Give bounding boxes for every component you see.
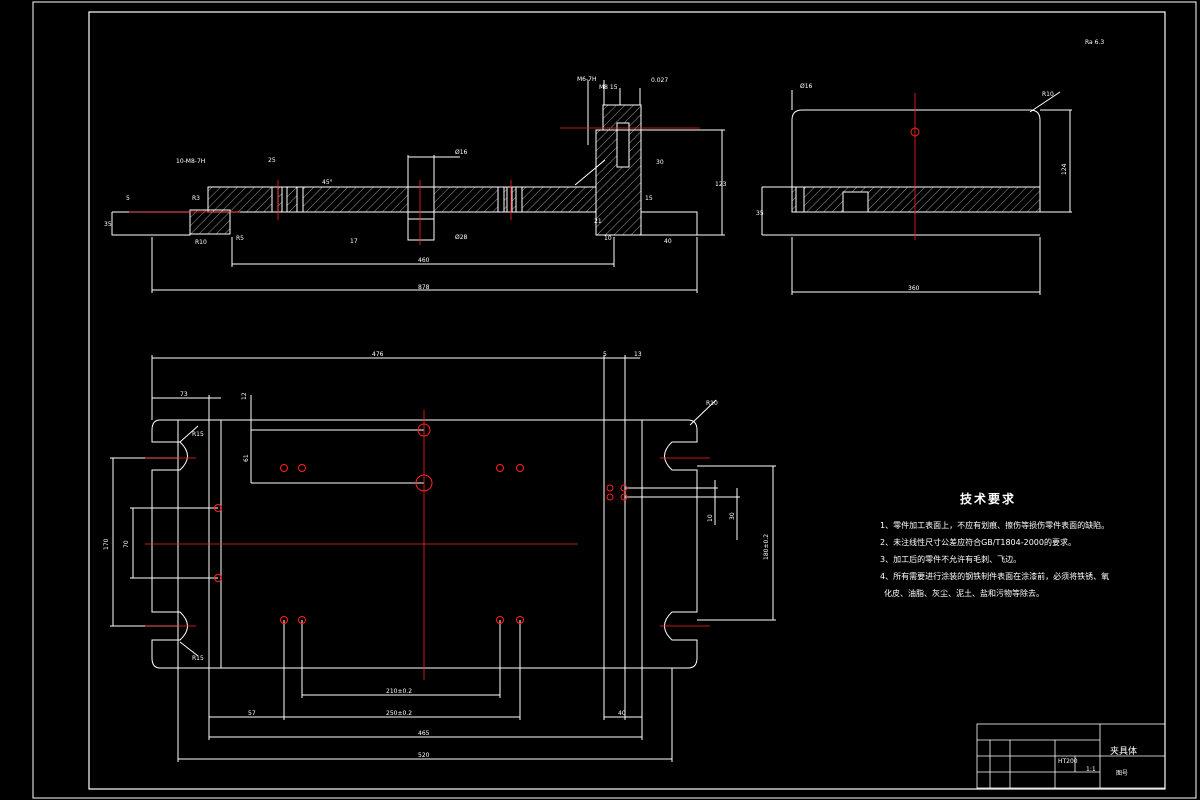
front-left-flange bbox=[189, 209, 231, 235]
title-drawing-no: 图号 bbox=[1116, 770, 1129, 777]
dim-front-hole: 30 bbox=[656, 159, 664, 166]
tech-req-item: 2、未注线性尺寸公差应符合GB/T1804-2000的要求。 bbox=[880, 538, 1076, 547]
title-material: HT200 bbox=[1058, 758, 1078, 765]
dim-front-15: 15 bbox=[645, 195, 653, 202]
dim-plan-73: 73 bbox=[180, 391, 188, 398]
dim-front-bore: Ø28 bbox=[455, 234, 468, 241]
dim-front-thick: 25 bbox=[268, 157, 276, 164]
dim-side-r: R10 bbox=[1042, 91, 1054, 98]
dim-tol-callout: 0.027 bbox=[651, 77, 668, 84]
dim-side-height: 124 bbox=[1061, 163, 1068, 175]
front-plate bbox=[207, 186, 597, 213]
dim-plan-57: 57 bbox=[248, 710, 256, 717]
side-view bbox=[761, 90, 1072, 295]
front-view bbox=[111, 80, 725, 293]
tech-req-item: 1、零件加工表面上，不应有划痕、擦伤等损伤零件表面的缺陷。 bbox=[880, 521, 1110, 530]
plan-bore-top bbox=[417, 423, 431, 437]
title-part-name: 夹具体 bbox=[1110, 747, 1138, 757]
dim-plan-180: 180±0.2 bbox=[763, 534, 770, 560]
dim-front-10: 10 bbox=[604, 235, 612, 242]
title-scale: 1:1 bbox=[1086, 766, 1096, 773]
dim-plan-r-left-bot: R15 bbox=[192, 655, 204, 662]
dim-thread-callout: 10-M8-7H bbox=[176, 158, 205, 165]
dim-plan-70: 70 bbox=[123, 540, 130, 548]
side-plate bbox=[791, 186, 1041, 213]
dim-front-r2: R10 bbox=[195, 239, 207, 246]
tech-req-item: 化皮、油脂、灰尘、泥土、盐和污物等除去。 bbox=[884, 589, 1044, 598]
dim-front-total: 878 bbox=[418, 284, 430, 291]
dim-front-bore-top: Ø16 bbox=[455, 149, 468, 156]
dim-plan-250: 250±0.2 bbox=[386, 710, 412, 717]
dim-hole-callout-top2: M8 15 bbox=[599, 84, 618, 91]
dim-plan-12: 12 bbox=[241, 392, 248, 400]
dim-front-r3: R5 bbox=[236, 235, 244, 242]
dim-front-small-b: 17 bbox=[350, 238, 358, 245]
dim-plan-465: 465 bbox=[418, 730, 430, 737]
title-block bbox=[976, 723, 1166, 789]
dim-plan-210: 210±0.2 bbox=[386, 688, 412, 695]
dim-plan-170: 170 bbox=[103, 538, 110, 550]
dim-side-hole: Ø16 bbox=[800, 83, 813, 90]
roughness-symbol: Ra 6.3 bbox=[1085, 39, 1104, 46]
inner-border bbox=[88, 11, 1166, 790]
plan-view bbox=[110, 355, 776, 762]
dim-plan-10: 10 bbox=[707, 514, 714, 522]
dim-front-40: 40 bbox=[664, 238, 672, 245]
side-outline bbox=[791, 109, 1041, 213]
dim-plan-61: 61 bbox=[243, 454, 250, 462]
dim-front-left: 35 bbox=[104, 221, 112, 228]
plan-holes bbox=[214, 423, 628, 624]
dim-front-slot: 460 bbox=[418, 257, 430, 264]
tech-req-item: 4、所有需要进行涂装的钢铁制件表面在涂漆前，必须将铁锈、氧 bbox=[880, 572, 1110, 581]
plan-centerlines bbox=[145, 410, 710, 680]
dim-plan-520: 520 bbox=[418, 752, 430, 759]
front-centerlines bbox=[129, 127, 700, 245]
dim-plan-13: 13 bbox=[634, 351, 642, 358]
outer-border bbox=[32, 1, 1197, 799]
dim-front-21: 21 bbox=[594, 218, 602, 225]
dim-plan-40: 40 bbox=[618, 710, 626, 717]
dim-side-width: 360 bbox=[908, 285, 920, 292]
dim-plan-r-left-top: R15 bbox=[192, 431, 204, 438]
plan-outline bbox=[151, 419, 698, 669]
tech-req-item: 3、加工后的零件不允许有毛刺、飞边。 bbox=[880, 555, 1022, 564]
dim-front-angle: 45° bbox=[322, 179, 333, 186]
technical-requirements: 技术要求 1、零件加工表面上，不应有划痕、擦伤等损伤零件表面的缺陷。 2、未注线… bbox=[880, 490, 1180, 602]
dim-side-base: 35 bbox=[756, 210, 764, 217]
plan-bore-center bbox=[415, 474, 433, 492]
dim-plan-r-top: R10 bbox=[706, 400, 718, 407]
side-hole bbox=[910, 127, 920, 137]
dim-plan-476: 476 bbox=[372, 351, 384, 358]
dim-front-height: 123 bbox=[715, 181, 727, 188]
dim-plan-30: 30 bbox=[729, 512, 736, 520]
dim-plan-5: 5 bbox=[603, 351, 607, 358]
tech-req-title: 技术要求 bbox=[960, 492, 1017, 506]
dim-front-small: 5 bbox=[126, 195, 130, 202]
dim-front-r: R3 bbox=[192, 195, 200, 202]
dim-hole-callout-top: M6-7H bbox=[577, 76, 597, 83]
